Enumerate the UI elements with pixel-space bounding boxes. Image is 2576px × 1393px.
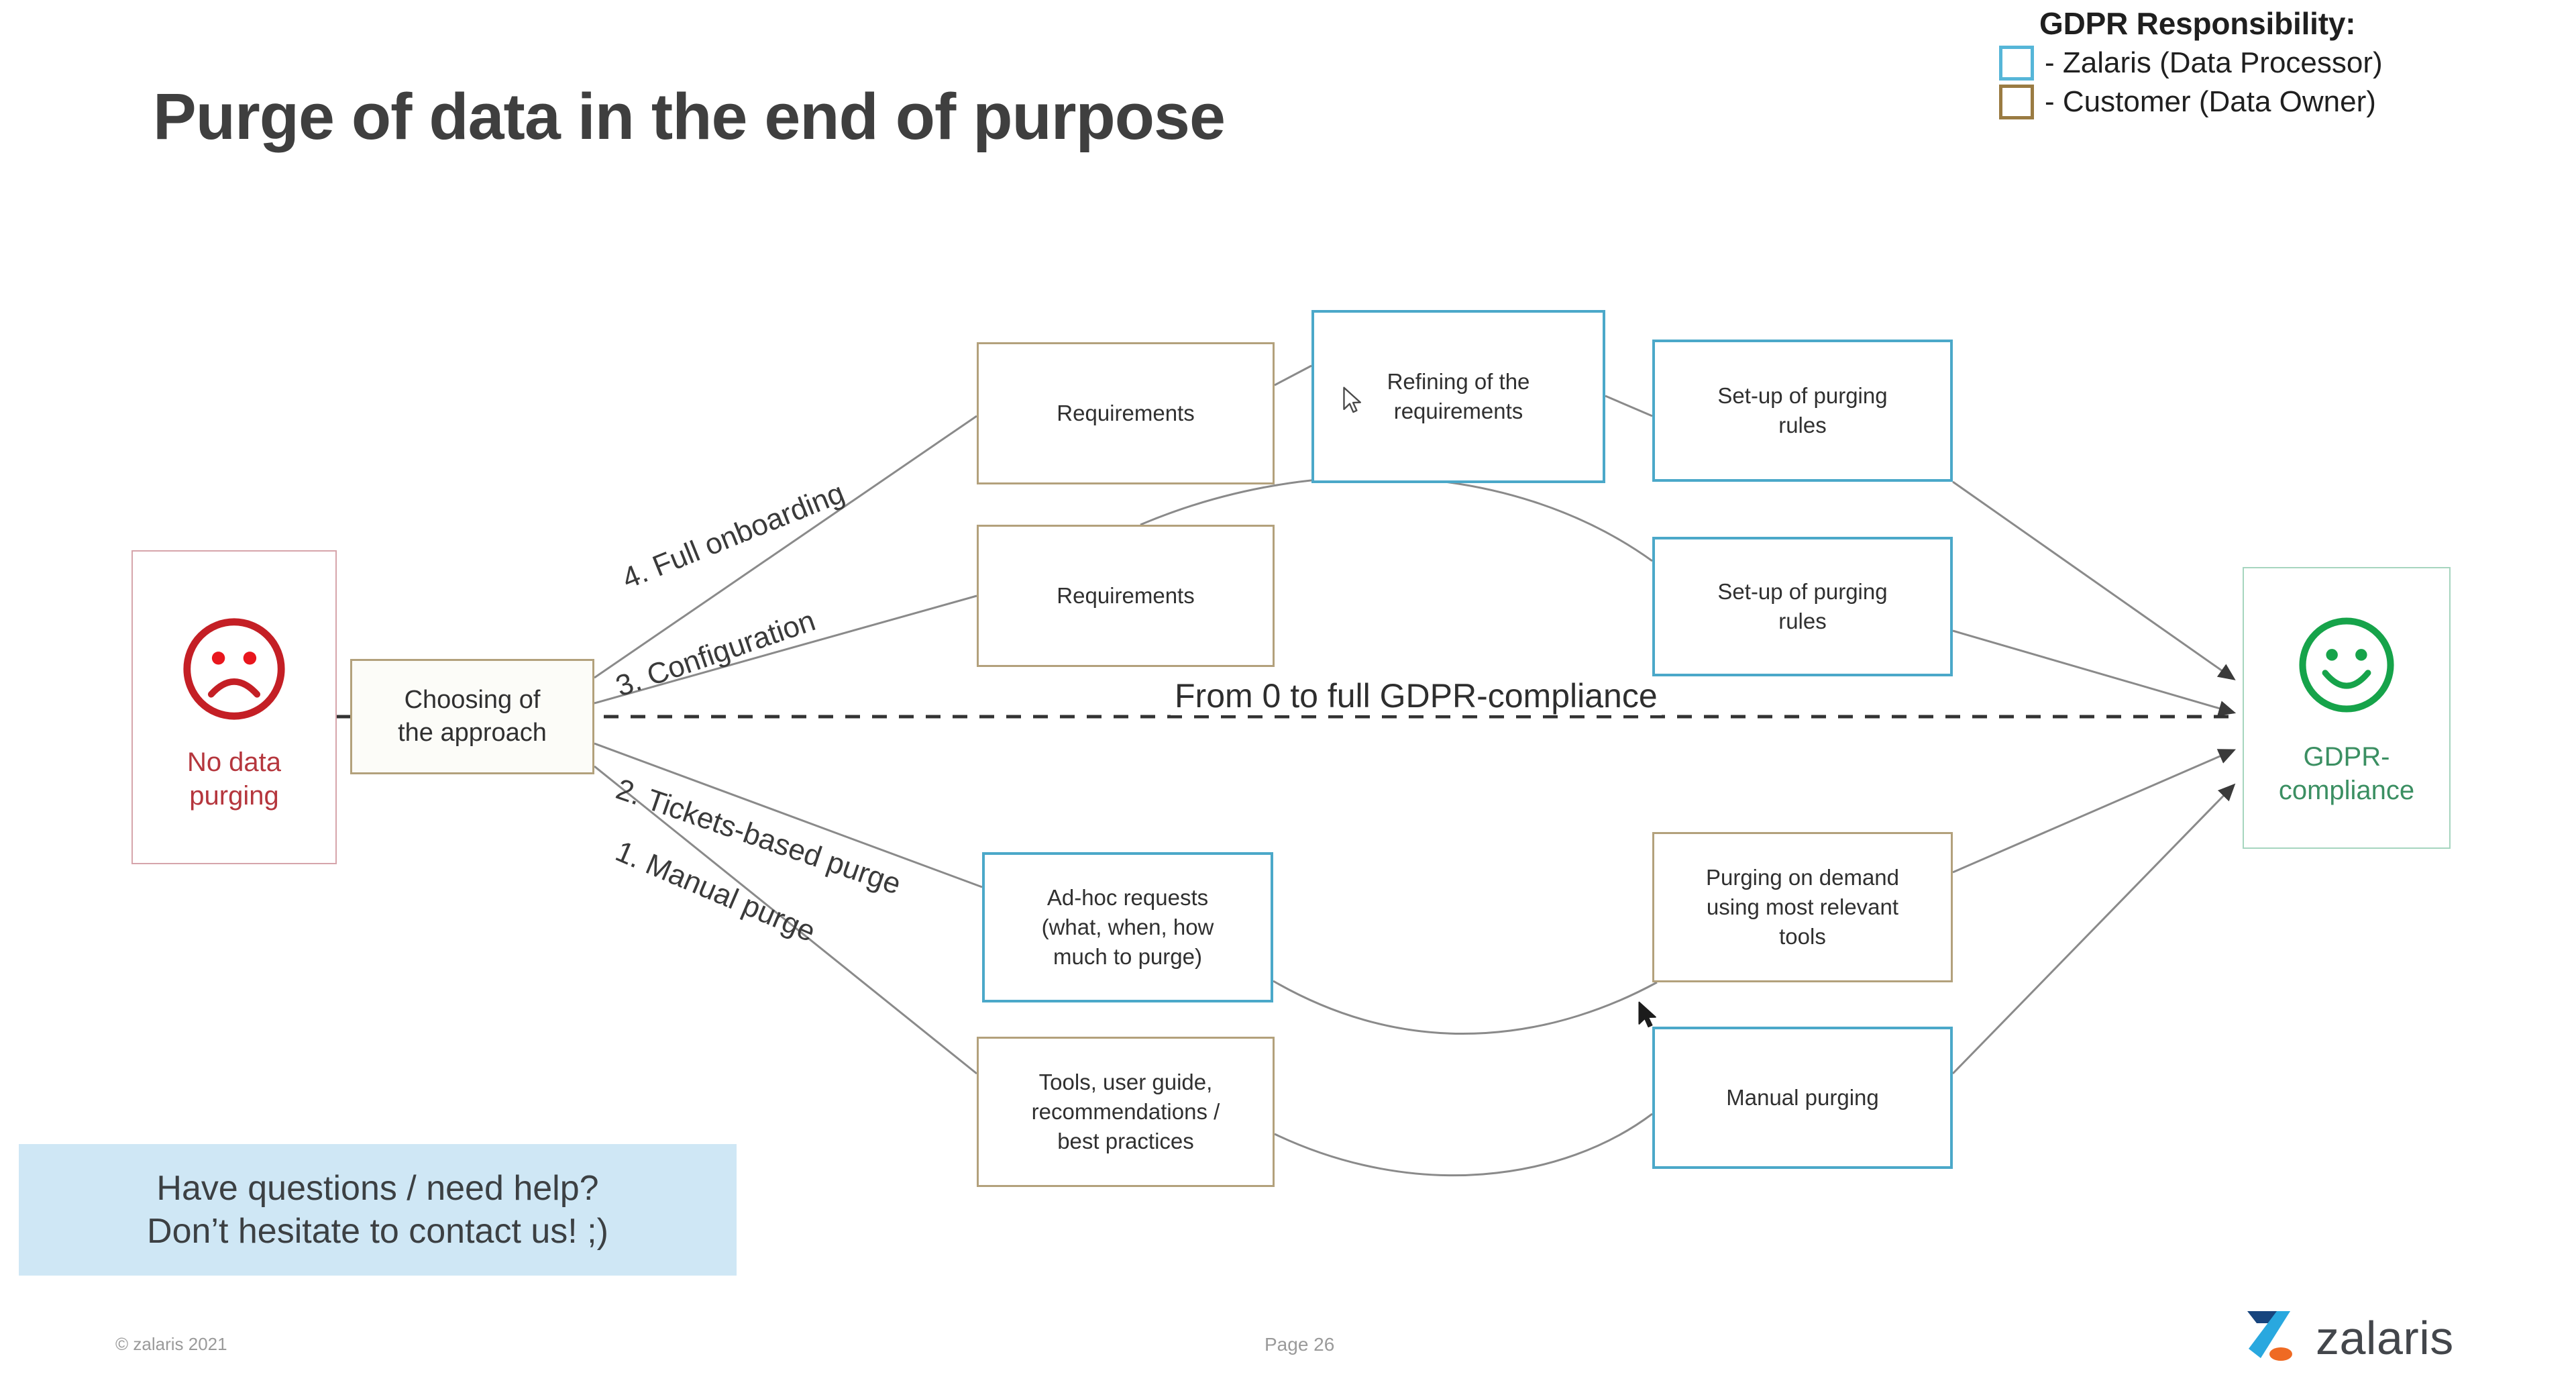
compliance-baseline-caption: From 0 to full GDPR-compliance [1171, 676, 1662, 715]
node-requirements-top-label: Requirements [1057, 401, 1195, 426]
legend-swatch-zalaris-icon [1999, 46, 2034, 81]
node-refining-line1: Refining of the [1387, 369, 1530, 395]
node-rules-top-line1: Set-up of purging [1717, 383, 1888, 409]
contact-line-1: Have questions / need help? [156, 1169, 599, 1208]
node-adhoc-line1: Ad-hoc requests [1046, 885, 1209, 911]
gdpr-compliance-label-line2: compliance [2278, 776, 2415, 806]
legend-item-customer: - Customer (Data Owner) [1999, 85, 2563, 119]
zalaris-logo: zalaris [2241, 1306, 2454, 1370]
page-title: Purge of data in the end of purpose [153, 80, 1226, 153]
choosing-label-line1: Choosing of [404, 685, 541, 714]
no-data-purging-card: No data purging [131, 550, 337, 864]
node-tools-line3: best practices [1057, 1128, 1194, 1153]
node-rules-mid-line1: Set-up of purging [1717, 579, 1888, 605]
node-manual-purging-label: Manual purging [1726, 1085, 1879, 1111]
node-purging-demand-line1: Purging on demand [1705, 865, 1900, 890]
gdpr-compliance-card: GDPR- compliance [2243, 567, 2451, 849]
copyright-text: © zalaris 2021 [115, 1334, 227, 1354]
page-number: Page 26 [1265, 1334, 1335, 1355]
contact-callout: Have questions / need help? Don’t hesita… [19, 1144, 737, 1276]
node-refining-line2: requirements [1393, 399, 1523, 423]
gdpr-responsibility-legend: GDPR Responsibility: - Zalaris (Data Pro… [1999, 5, 2563, 119]
node-requirements-mid[interactable]: Requirements [977, 525, 1275, 667]
node-adhoc-line2: (what, when, how [1041, 915, 1214, 940]
node-rules-mid-line2: rules [1778, 609, 1827, 633]
node-tools-line1: Tools, user guide, [1038, 1070, 1213, 1095]
node-tools-user-guide[interactable]: Tools, user guide, recommendations / bes… [977, 1037, 1275, 1187]
node-refining-requirements[interactable]: Refining of the requirements [1311, 310, 1605, 483]
no-data-purging-label-line2: purging [189, 781, 279, 811]
legend-title: GDPR Responsibility: [2039, 6, 2356, 41]
legend-label-zalaris: - Zalaris (Data Processor) [2045, 46, 2383, 79]
choosing-of-the-approach-box[interactable]: Choosing of the approach [350, 659, 594, 774]
node-tools-line2: recommendations / [1031, 1099, 1220, 1125]
node-setup-purging-rules-top[interactable]: Set-up of purging rules [1652, 340, 1953, 482]
legend-label-customer: - Customer (Data Owner) [2045, 85, 2376, 118]
node-adhoc-line3: much to purge) [1053, 943, 1202, 969]
node-setup-purging-rules-mid[interactable]: Set-up of purging rules [1652, 537, 1953, 676]
node-purging-demand-line2: using most relevant [1706, 894, 1899, 920]
node-purging-on-demand[interactable]: Purging on demand using most relevant to… [1652, 832, 1953, 982]
legend-item-zalaris: - Zalaris (Data Processor) [1999, 46, 2563, 81]
node-manual-purging[interactable]: Manual purging [1652, 1027, 1953, 1169]
node-requirements-top[interactable]: Requirements [977, 342, 1275, 484]
approach-label-configuration: 3. Configuration [611, 604, 820, 703]
no-data-purging-label-line1: No data [186, 747, 282, 778]
sad-face-icon [174, 609, 294, 737]
zalaris-wordmark: zalaris [2316, 1311, 2454, 1364]
node-rules-top-line2: rules [1778, 413, 1827, 437]
zalaris-mark-icon [2241, 1306, 2298, 1370]
approach-label-full-onboarding: 4. Full onboarding [617, 476, 849, 596]
gdpr-compliance-label-line1: GDPR- [2303, 742, 2390, 772]
node-adhoc-requests[interactable]: Ad-hoc requests (what, when, how much to… [982, 852, 1273, 1002]
choosing-label-line2: the approach [398, 719, 547, 747]
node-requirements-mid-label: Requirements [1057, 583, 1195, 609]
legend-swatch-customer-icon [1999, 85, 2034, 119]
happy-face-icon [2290, 609, 2403, 729]
node-purging-demand-line3: tools [1779, 923, 1826, 949]
contact-line-2: Don’t hesitate to contact us! ;) [147, 1212, 608, 1251]
